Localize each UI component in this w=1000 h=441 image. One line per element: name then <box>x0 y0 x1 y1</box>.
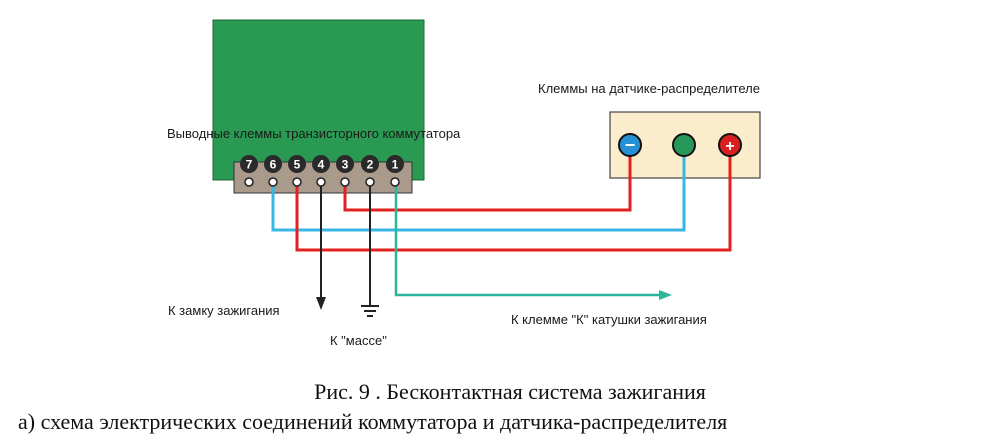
terminal-4-label: 4 <box>318 158 325 172</box>
screw-terminal-4 <box>316 177 326 187</box>
sensor-plus-terminal <box>718 133 742 157</box>
terminal-4-marker <box>312 155 330 173</box>
wire-teal-terminal1-to-coil <box>394 182 660 297</box>
terminal-7-marker <box>240 155 258 173</box>
sensor-terminals-label: Клеммы на датчике-распределителе <box>538 81 760 96</box>
terminal-2-marker <box>361 155 379 173</box>
screw-terminal-7 <box>244 177 254 187</box>
terminal-3-marker <box>336 155 354 173</box>
terminal-7-label: 7 <box>246 158 253 172</box>
screw-terminal-5 <box>292 177 302 187</box>
wire-blue-terminal6-to-sensor-middle <box>271 150 686 232</box>
commutator-body <box>212 19 425 181</box>
screw-terminal-3 <box>340 177 350 187</box>
terminal-2-label: 2 <box>367 158 374 172</box>
sensor-minus-sign: − <box>625 135 636 155</box>
screw-terminals <box>244 177 400 187</box>
ignition-lock-label: К замку зажигания <box>168 303 280 318</box>
sensor-plus-sign: + <box>725 138 734 155</box>
ground-label: К "массе" <box>330 333 387 348</box>
screw-terminal-1 <box>390 177 400 187</box>
ground-icon <box>361 305 379 317</box>
coil-terminal-label: К клемме "К" катушки зажигания <box>511 312 707 327</box>
terminal-1-label: 1 <box>392 158 399 172</box>
sensor-minus-terminal <box>618 133 642 157</box>
terminal-3-label: 3 <box>342 158 349 172</box>
terminal-numbers: 7 6 5 4 3 2 1 <box>240 155 404 173</box>
coil-arrowhead <box>659 290 672 300</box>
terminal-6-label: 6 <box>270 158 277 172</box>
screw-terminal-6 <box>268 177 278 187</box>
wire-red-terminal3-to-sensor-minus <box>343 150 632 212</box>
wire-red-terminal5-to-sensor-plus <box>295 150 732 252</box>
figure-caption-subtitle: а) схема электрических соединений коммут… <box>18 409 728 434</box>
terminal-5-label: 5 <box>294 158 301 172</box>
sensor-middle-terminal <box>672 133 696 157</box>
terminal-1-marker <box>386 155 404 173</box>
figure-caption-title: Рис. 9 . Бесконтактная система зажигания <box>314 379 706 404</box>
terminal-6-marker <box>264 155 282 173</box>
terminal-5-marker <box>288 155 306 173</box>
screw-terminal-2 <box>365 177 375 187</box>
commutator-terminals-label: Выводные клеммы транзисторного коммутато… <box>167 126 461 141</box>
lock-arrowhead <box>316 297 326 310</box>
